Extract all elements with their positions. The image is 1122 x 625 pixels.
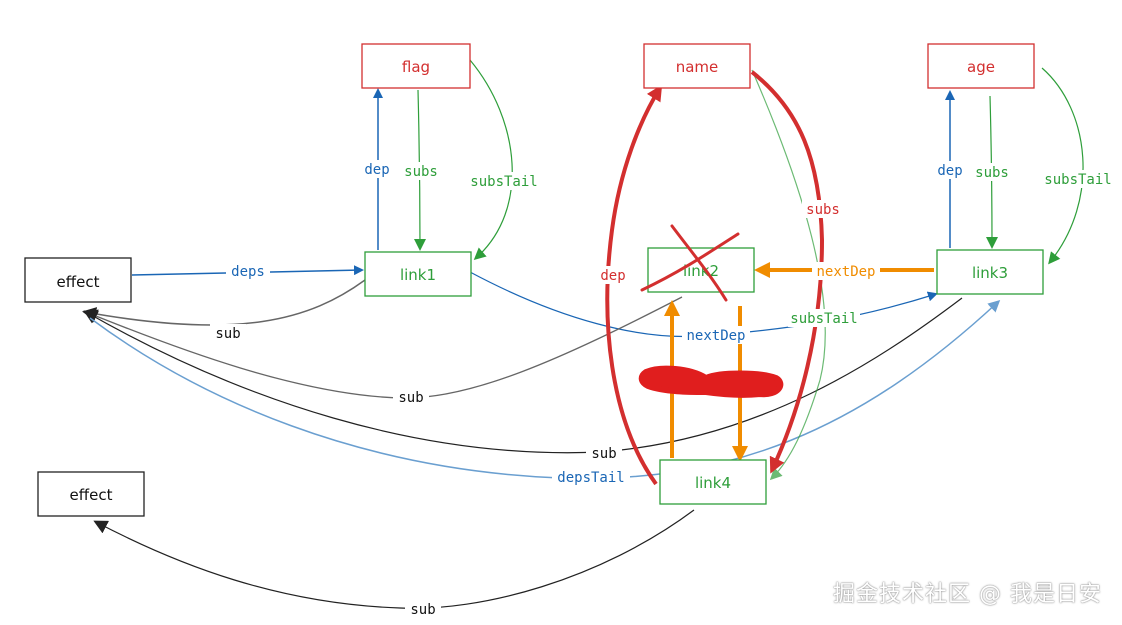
- label-subs-name: subs: [806, 202, 840, 218]
- label-sub-link1: sub: [215, 326, 240, 342]
- label-depstail: depsTail: [557, 470, 624, 486]
- node-effect-top: effect: [24, 257, 132, 303]
- edge-dep-link4-name: [605, 84, 663, 486]
- node-age: age: [927, 43, 1035, 89]
- label-substail-age: subsTail: [1044, 172, 1111, 188]
- node-effect-top-label: effect: [57, 273, 100, 291]
- edge-substail-age-link3: [1041, 67, 1084, 265]
- edge-labels: deps dep subs subsTail dep subs subsTail…: [210, 160, 1114, 618]
- node-flag: flag: [361, 43, 471, 89]
- strike-x-link2: [640, 224, 740, 302]
- node-effect-bottom-label: effect: [70, 486, 113, 504]
- edge-sub-link2-effect: [83, 296, 683, 399]
- label-deps: deps: [231, 264, 265, 280]
- label-dep-link3: dep: [937, 163, 962, 179]
- label-substail-flag: subsTail: [470, 174, 537, 190]
- node-link3-label: link3: [972, 264, 1008, 282]
- edge-subs-name-link4: [750, 70, 825, 474]
- watermark-text: 掘金技术社区 @ 我是日安: [833, 582, 1102, 607]
- node-link2: link2: [647, 247, 755, 293]
- node-link1: link1: [364, 251, 472, 297]
- node-effect-bottom: effect: [37, 471, 145, 517]
- label-dep-link1: dep: [364, 162, 389, 178]
- label-subs-age: subs: [975, 165, 1009, 181]
- label-substail-name: subsTail: [790, 311, 857, 327]
- label-dep-link4: dep: [600, 268, 625, 284]
- edge-sub-link4-effect2: [93, 509, 695, 609]
- node-link4: link4: [659, 459, 767, 505]
- edge-substail-name-link4: [751, 69, 826, 481]
- node-link1-label: link1: [400, 266, 436, 284]
- label-subs-flag: subs: [404, 164, 438, 180]
- edge-sub-link1-effect: [82, 279, 366, 326]
- node-link3: link3: [936, 249, 1044, 295]
- node-link4-label: link4: [695, 474, 731, 492]
- node-name-label: name: [676, 58, 719, 76]
- label-sub-link3: sub: [591, 446, 616, 462]
- label-sub-link2: sub: [398, 390, 423, 406]
- label-nextdep-link3: nextDep: [816, 264, 875, 280]
- edge-substail-flag-link1: [469, 59, 513, 260]
- node-name: name: [643, 43, 751, 89]
- label-nextdep-link1: nextDep: [686, 328, 745, 344]
- label-sub-link4: sub: [410, 602, 435, 618]
- node-age-label: age: [967, 58, 995, 76]
- red-scribble: [638, 365, 784, 398]
- node-flag-label: flag: [402, 58, 430, 76]
